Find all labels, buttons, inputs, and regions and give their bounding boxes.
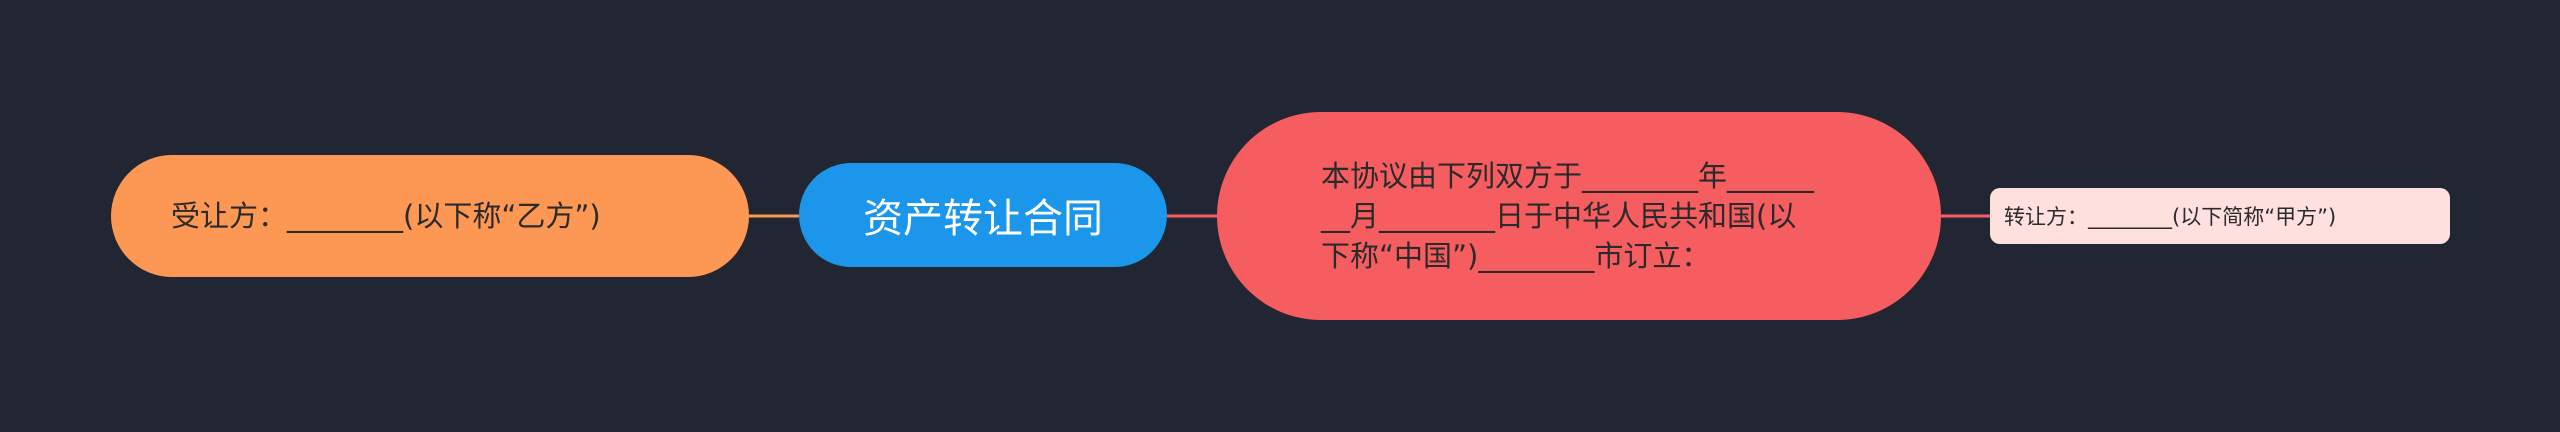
branch-node-right[interactable]: 本协议由下列双方于________年________月________日于中华人… bbox=[1217, 112, 1941, 320]
leaf-node-right-label: 转让方：________(以下简称“甲方”) bbox=[2004, 205, 2337, 229]
branch-node-left-label: 受让方：________(以下称“乙方”) bbox=[171, 199, 601, 233]
branch-node-left[interactable]: 受让方：________(以下称“乙方”) bbox=[111, 155, 749, 277]
leaf-node-right[interactable]: 转让方：________(以下简称“甲方”) bbox=[1990, 188, 2450, 244]
central-topic-label: 资产转让合同 bbox=[863, 196, 1103, 242]
branch-node-right-label: 本协议由下列双方于________年________月________日于中华人… bbox=[1321, 159, 1815, 273]
central-topic-node[interactable]: 资产转让合同 bbox=[799, 163, 1167, 267]
